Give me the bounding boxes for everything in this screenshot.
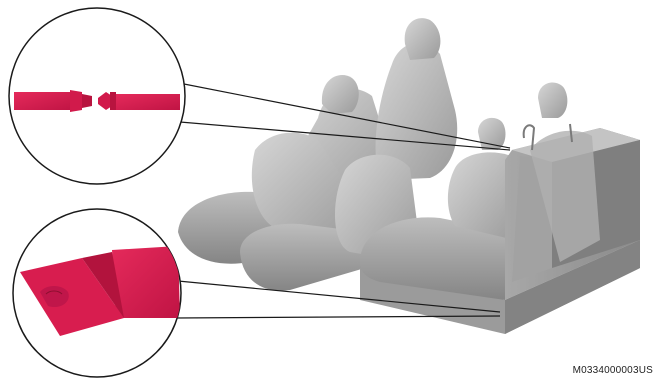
front-headrest-right	[405, 18, 441, 60]
rear-headrest-right	[538, 83, 567, 118]
seat-belt-buckle-detail	[9, 8, 185, 184]
front-headrest-left	[322, 75, 359, 114]
rear-headrest-left	[478, 118, 505, 150]
floor-mat-detail	[13, 209, 181, 377]
figure-code: M0334000003US	[573, 365, 653, 376]
